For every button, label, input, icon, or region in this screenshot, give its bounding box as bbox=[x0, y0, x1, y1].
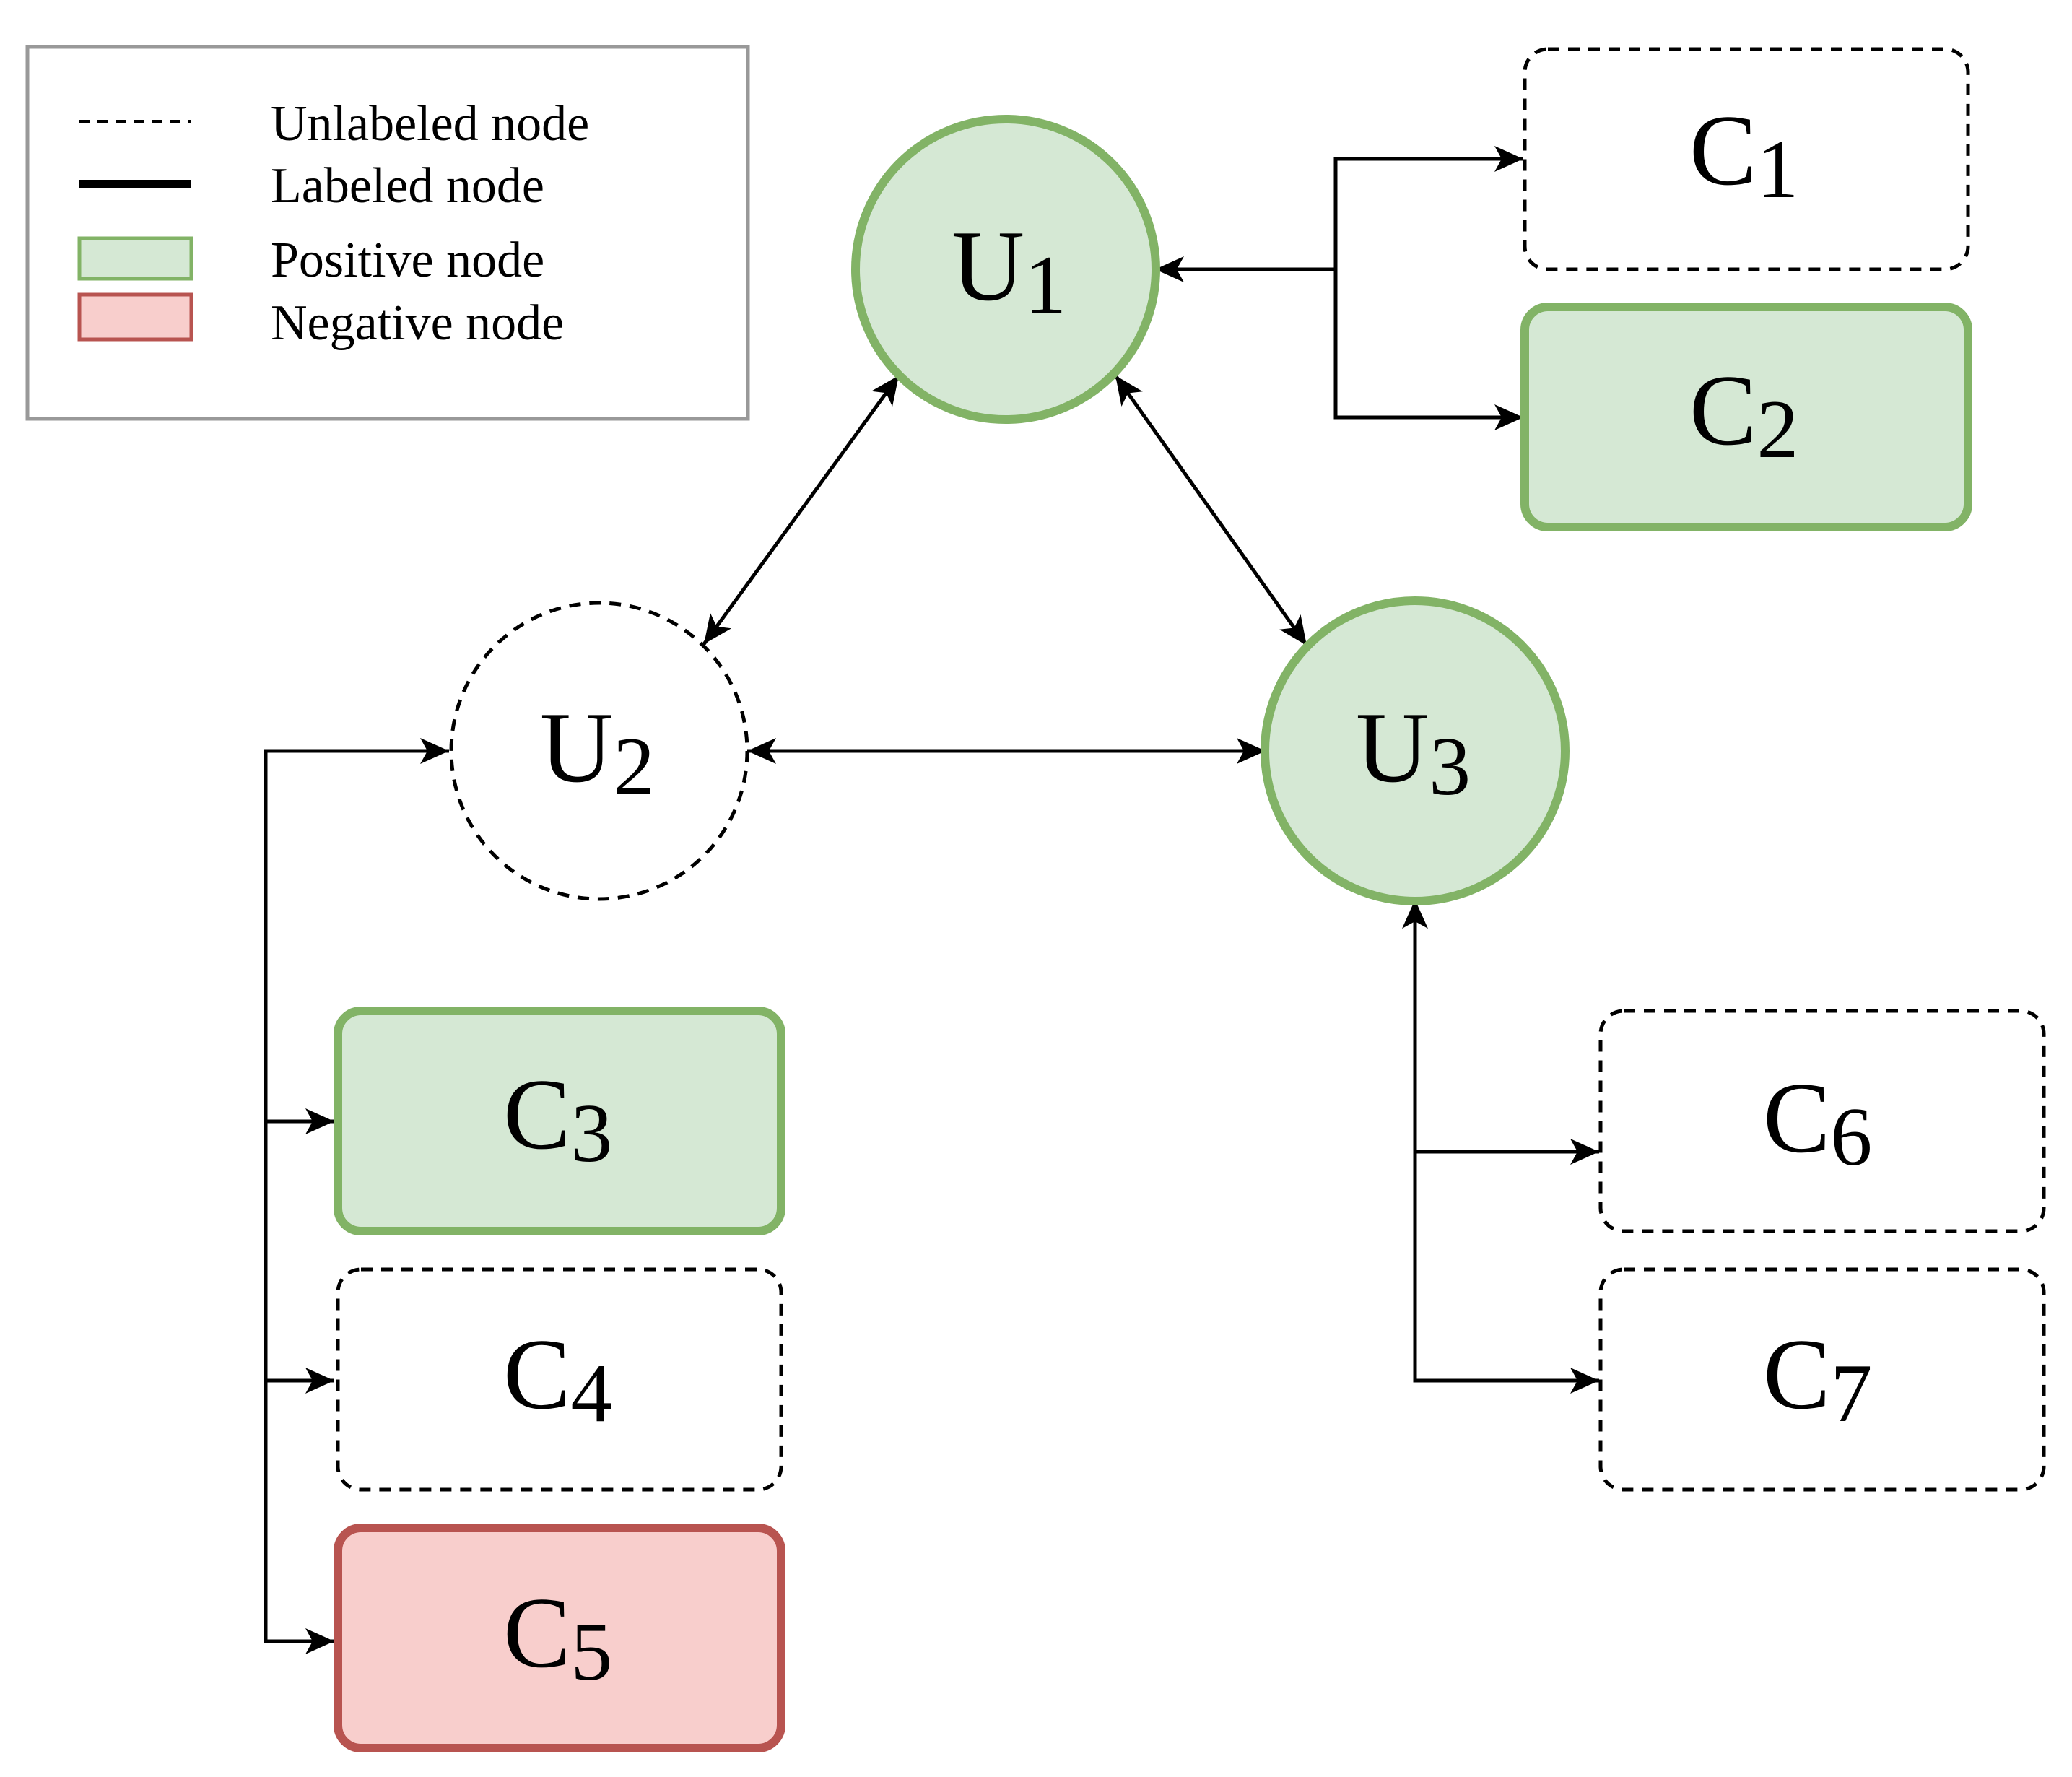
edge-u1-u2 bbox=[702, 374, 901, 646]
node-c7-label: C7 bbox=[1763, 1318, 1872, 1440]
node-c4-label: C4 bbox=[503, 1318, 612, 1440]
legend: Unlabeled node Labeled node Positive nod… bbox=[25, 45, 750, 421]
edge-u1-c1 bbox=[1155, 146, 1523, 282]
node-c4-box bbox=[336, 1267, 783, 1492]
node-c6: C6 bbox=[1598, 1009, 2046, 1233]
node-c3-box bbox=[334, 1007, 785, 1235]
node-c4: C4 bbox=[336, 1267, 783, 1492]
node-c2: C2 bbox=[1520, 303, 1972, 531]
node-c6-label: C6 bbox=[1763, 1062, 1872, 1183]
node-c6-box bbox=[1598, 1009, 2046, 1233]
node-u1: U1 bbox=[851, 115, 1160, 424]
node-c7: C7 bbox=[1598, 1267, 2046, 1492]
edges bbox=[264, 146, 1599, 1654]
node-c2-box bbox=[1520, 303, 1972, 531]
legend-label-negative: Negative node bbox=[271, 295, 564, 351]
node-u3-circle bbox=[1261, 596, 1570, 905]
node-c5: C5 bbox=[334, 1524, 785, 1752]
legend-swatch-positive bbox=[77, 236, 193, 281]
legend-label-unlabeled: Unlabeled node bbox=[271, 96, 589, 152]
node-u2: U2 bbox=[449, 601, 749, 901]
node-c3: C3 bbox=[334, 1007, 785, 1235]
node-c7-box bbox=[1598, 1267, 2046, 1492]
node-c5-box bbox=[334, 1524, 785, 1752]
edge-u2-branch bbox=[264, 738, 449, 1654]
node-u1-circle bbox=[851, 115, 1160, 424]
node-u1-label: U1 bbox=[952, 210, 1066, 331]
node-c1: C1 bbox=[1523, 47, 1970, 271]
node-c5-label: C5 bbox=[503, 1577, 612, 1698]
node-c2-label: C2 bbox=[1689, 355, 1798, 476]
node-c1-box bbox=[1523, 47, 1970, 271]
legend-frame bbox=[25, 45, 750, 421]
edge-u3-branch bbox=[1402, 900, 1599, 1394]
node-u3: U3 bbox=[1261, 596, 1570, 905]
node-c1-label: C1 bbox=[1689, 95, 1798, 216]
edge-u1-c2 bbox=[1333, 269, 1523, 430]
node-u2-label: U2 bbox=[540, 692, 655, 813]
edge-u1-u3 bbox=[1113, 374, 1309, 647]
node-u3-label: U3 bbox=[1356, 692, 1471, 813]
node-u2-circle bbox=[449, 601, 749, 901]
legend-label-positive: Positive node bbox=[271, 233, 544, 288]
legend-label-labeled: Labeled node bbox=[271, 158, 544, 214]
node-c3-label: C3 bbox=[503, 1059, 612, 1180]
legend-swatch-negative bbox=[77, 292, 193, 342]
